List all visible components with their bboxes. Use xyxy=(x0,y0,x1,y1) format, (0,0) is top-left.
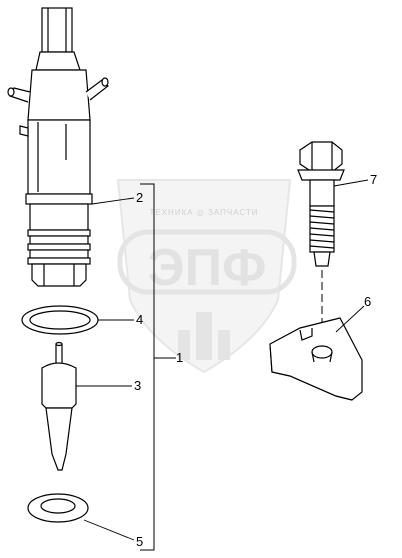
nozzle xyxy=(41,341,77,471)
callout-2: 2 xyxy=(136,190,143,205)
watermark-emblem xyxy=(178,312,230,360)
injector-body xyxy=(7,7,109,287)
callout-4: 4 xyxy=(136,312,143,327)
bolt xyxy=(297,141,345,267)
washer xyxy=(27,493,89,523)
callout-5: 5 xyxy=(136,534,143,549)
callout-labels: 1 2 3 4 5 6 7 xyxy=(134,172,377,549)
callout-3: 3 xyxy=(134,378,141,393)
group-bracket xyxy=(140,183,176,551)
leader-lines xyxy=(76,179,369,541)
callout-7: 7 xyxy=(370,172,377,187)
watermark: ТЕХНИКА ◎ ЗАПЧАСТИ ЭПФ xyxy=(116,179,297,374)
watermark-shield xyxy=(116,179,292,374)
watermark-logo-text: ЭПФ xyxy=(148,239,267,297)
callout-1: 1 xyxy=(176,350,183,365)
watermark-logo-frame xyxy=(117,229,297,295)
callout-6: 6 xyxy=(364,294,371,309)
clamp xyxy=(269,317,363,401)
bolt-thread xyxy=(309,209,335,249)
watermark-company-line: ТЕХНИКА ◎ ЗАПЧАСТИ xyxy=(150,208,259,217)
sealing-ring xyxy=(21,305,99,335)
